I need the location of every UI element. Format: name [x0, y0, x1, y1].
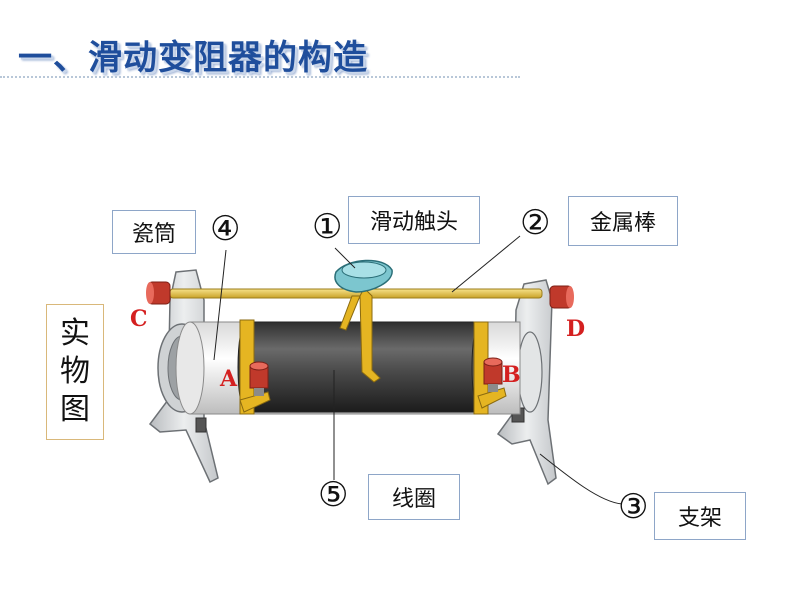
slider-contact [334, 259, 393, 383]
terminal-a-post [249, 361, 269, 396]
side-label-real-object: 实 物 图 [46, 304, 104, 440]
side-label-char: 物 [60, 354, 90, 389]
label-stand: 支架 [654, 492, 746, 540]
label-metal-rod: 金属棒 [568, 196, 678, 246]
terminal-b-post [483, 357, 503, 392]
label-slider-contact: 滑动触头 [348, 196, 480, 244]
title-divider [0, 76, 520, 78]
terminal-label-d: D [566, 316, 586, 342]
side-label-char: 实 [60, 316, 90, 351]
terminal-c-cap [146, 281, 171, 305]
number-3: ③ [618, 487, 649, 527]
number-2: ② [520, 203, 551, 243]
band-left [239, 319, 271, 415]
number-1: ① [312, 207, 343, 247]
leader-lines [213, 235, 623, 505]
terminal-label-c: C [130, 306, 148, 332]
page-title: 一、滑动变阻器的构造 [18, 38, 368, 78]
label-ceramic-tube: 瓷筒 [112, 210, 196, 254]
terminal-label-a: A [220, 366, 238, 392]
label-coil: 线圈 [368, 474, 460, 520]
terminal-label-b: B [502, 362, 521, 388]
side-label-char: 图 [60, 392, 90, 427]
terminal-d-cap [549, 285, 574, 309]
number-4: ④ [210, 209, 241, 249]
number-5: ⑤ [318, 475, 349, 515]
